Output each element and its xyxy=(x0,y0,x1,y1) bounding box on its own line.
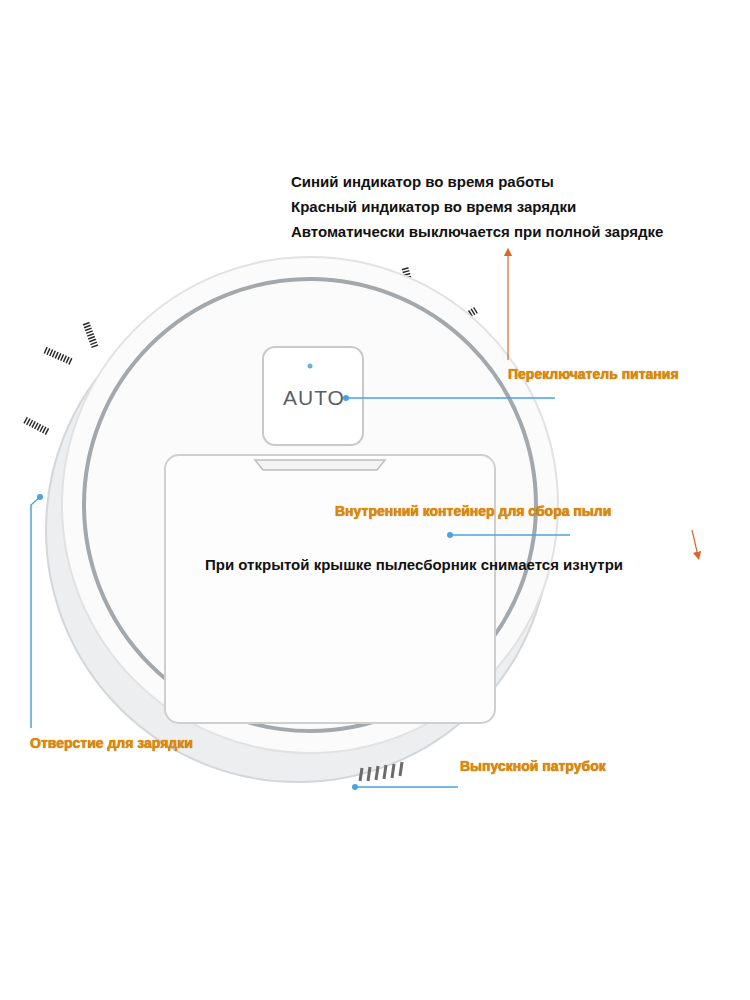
button-text: AUTO xyxy=(283,385,345,410)
callout-label: Внутренний контейнер для сбора пыли xyxy=(335,503,611,520)
callout-label: Отверстие для зарядки xyxy=(30,735,193,752)
indicator-led xyxy=(308,364,313,369)
note-text: При открытой крышке пылесборник снимаетс… xyxy=(205,556,623,574)
leader-line xyxy=(31,398,570,787)
dust-lid xyxy=(165,455,495,723)
note-text: Автоматически выключается при полной зар… xyxy=(291,223,663,241)
leader-dot xyxy=(37,395,453,790)
note-text: Синий индикатор во время работы xyxy=(291,173,554,191)
callout-label: Переключатель питания xyxy=(508,366,679,383)
note-text: Красный индикатор во время зарядки xyxy=(291,198,576,216)
power-button xyxy=(263,347,363,445)
exhaust-vent xyxy=(360,762,402,781)
lid-notch xyxy=(255,460,385,470)
callout-label: Выпускной патрубок xyxy=(460,758,606,775)
